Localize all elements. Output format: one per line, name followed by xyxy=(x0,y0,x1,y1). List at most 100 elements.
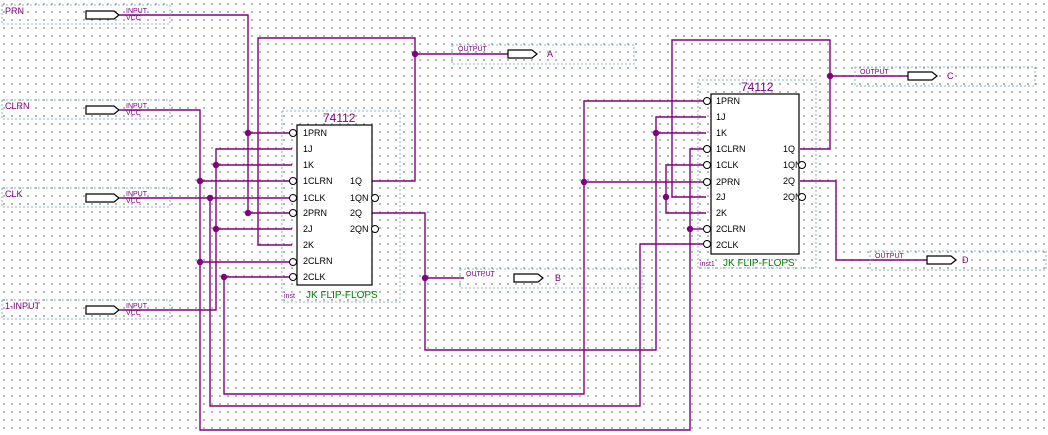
input-type: INPUT xyxy=(126,191,148,198)
chip-frame xyxy=(281,110,401,303)
pin-label: 1QN xyxy=(350,193,369,203)
output-type: OUTPUT xyxy=(458,46,488,53)
port-frame xyxy=(451,44,635,65)
output-name: C xyxy=(947,71,954,81)
chip-description: JK FLIP-FLOPS xyxy=(723,258,795,269)
chip-left-pins: 1PRN 1J 1K 1CLRN 1CLK 2PRN 2J 2K 2CLRN 2… xyxy=(289,128,333,282)
pin-label: 2Q xyxy=(783,176,795,186)
pin-label: 1CLK xyxy=(716,160,739,170)
output-port-b[interactable]: OUTPUT B xyxy=(459,268,643,289)
pin-label: 1PRN xyxy=(716,96,740,106)
output-port-symbol xyxy=(926,255,957,265)
pin-bubble xyxy=(289,129,297,137)
wires xyxy=(143,14,927,431)
output-port-symbol xyxy=(513,273,544,283)
pin-label: 2K xyxy=(716,208,727,218)
output-name: A xyxy=(547,49,553,59)
pin-bubble xyxy=(703,178,711,186)
output-port-d[interactable]: OUTPUT D xyxy=(869,250,1047,271)
pin-label: 2CLRN xyxy=(716,224,746,234)
pin-bubble xyxy=(289,273,297,281)
input-default: VCC xyxy=(126,310,141,317)
output-port-a[interactable]: OUTPUT A xyxy=(451,44,635,65)
port-frame xyxy=(1,4,171,25)
pin-label: 1CLRN xyxy=(716,144,746,154)
pin-bubble xyxy=(289,194,297,202)
chip-body xyxy=(296,124,373,286)
pin-label: 1QN xyxy=(783,160,802,170)
output-type: OUTPUT xyxy=(875,253,905,260)
input-default: VCC xyxy=(126,198,141,205)
input-default: VCC xyxy=(126,15,141,22)
chip-part: 74112 xyxy=(323,111,356,125)
pin-bubble xyxy=(798,193,806,201)
input-port-symbol xyxy=(85,10,120,20)
output-port-symbol xyxy=(907,71,938,81)
pin-bubble xyxy=(703,97,711,105)
input-name: CLRN xyxy=(5,101,30,111)
input-port-prn[interactable]: PRN INPUT VCC xyxy=(1,4,171,25)
output-type: OUTPUT xyxy=(860,69,890,76)
pin-label: 2K xyxy=(303,240,314,250)
pin-label: 1CLRN xyxy=(303,176,333,186)
input-port-clk[interactable]: CLK INPUT VCC xyxy=(1,187,171,208)
chip-frame xyxy=(697,79,817,269)
pin-label: 2QN xyxy=(783,192,802,202)
input-name: CLK xyxy=(5,189,23,199)
pin-bubble xyxy=(703,145,711,153)
input-port-clrn[interactable]: CLRN INPUT VCC xyxy=(1,99,171,120)
pin-bubble xyxy=(289,258,297,266)
pin-label: 1K xyxy=(303,160,314,170)
pin-label: 1PRN xyxy=(303,128,327,138)
pin-label: 2Q xyxy=(350,208,362,218)
input-default: VCC xyxy=(126,110,141,117)
port-frame xyxy=(459,268,643,289)
pin-label: 1K xyxy=(716,128,727,138)
input-name: PRN xyxy=(5,6,24,16)
chip-right-pins: 1Q 1QN 2Q 2QN xyxy=(783,144,806,202)
chip-instance: inst1 xyxy=(700,261,715,268)
port-frame xyxy=(1,299,171,320)
pin-bubble xyxy=(289,209,297,217)
pin-bubble xyxy=(371,194,379,202)
pin-label: 2PRN xyxy=(716,177,740,187)
chip-description: JK FLIP-FLOPS xyxy=(306,290,378,301)
pin-label: 1J xyxy=(303,144,313,154)
output-name: B xyxy=(555,273,561,283)
pin-label: 2CLK xyxy=(716,240,739,250)
input-type: INPUT xyxy=(126,103,148,110)
port-frame xyxy=(1,187,171,208)
pin-label: 1CLK xyxy=(303,193,326,203)
input-port-symbol xyxy=(85,305,120,315)
pin-label: 1Q xyxy=(783,144,795,154)
pin-label: 2J xyxy=(303,224,313,234)
pin-label: 2CLK xyxy=(303,272,326,282)
pin-bubble xyxy=(703,161,711,169)
pin-label: 2CLRN xyxy=(303,256,333,266)
input-name: 1-INPUT xyxy=(5,301,41,311)
input-type: INPUT xyxy=(126,303,148,310)
output-port-c[interactable]: OUTPUT C xyxy=(854,66,1036,87)
pin-label: 1Q xyxy=(350,176,362,186)
pin-label: 2PRN xyxy=(303,208,327,218)
pin-bubble xyxy=(371,225,379,233)
port-frame xyxy=(869,250,1047,271)
chip-instance: inst xyxy=(284,293,295,300)
chip-right-pins: 1Q 1QN 2Q 2QN xyxy=(350,176,379,234)
output-type: OUTPUT xyxy=(466,271,496,278)
junctions xyxy=(196,50,834,282)
pin-bubble xyxy=(703,240,711,248)
pin-bubble xyxy=(703,225,711,233)
chip-inst[interactable]: 74112 1PRN 1J 1K 1CLRN 1CLK 2PRN 2J 2K 2… xyxy=(281,110,401,303)
chip-inst1[interactable]: 74112 1PRN 1J 1K 1CLRN 1CLK 2PRN 2J 2K 2… xyxy=(697,79,817,269)
input-port-1-input[interactable]: 1-INPUT INPUT VCC xyxy=(1,299,171,320)
output-port-symbol xyxy=(507,49,538,59)
chip-part: 74112 xyxy=(741,80,774,94)
input-type: INPUT xyxy=(126,8,148,15)
input-port-symbol xyxy=(85,105,120,115)
pin-bubble xyxy=(798,161,806,169)
output-name: D xyxy=(962,255,969,265)
pin-bubble xyxy=(289,177,297,185)
pin-label: 2J xyxy=(716,192,726,202)
